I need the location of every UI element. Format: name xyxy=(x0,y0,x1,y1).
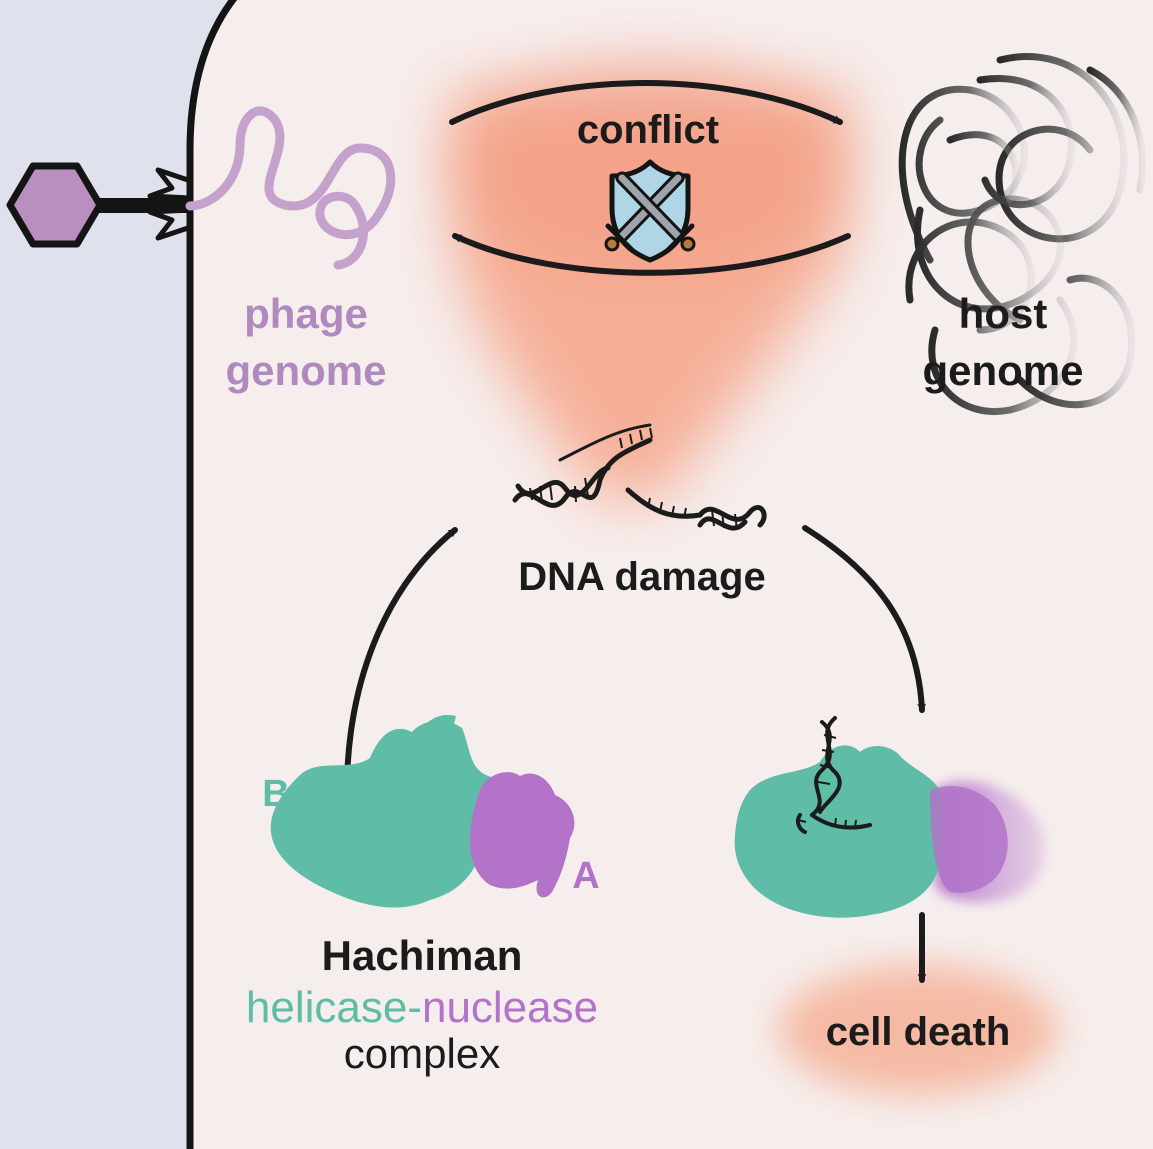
hachiman-complex-intact xyxy=(270,714,575,908)
helicase-label: helicase- xyxy=(246,983,422,1032)
arrow-to-degraded-complex xyxy=(802,525,927,713)
shield-crossed-swords-icon xyxy=(604,159,696,263)
cell-membrane xyxy=(186,0,238,1149)
hachiman-label: Hachiman xyxy=(322,932,523,979)
conflict-arrow-top xyxy=(449,80,843,125)
host-genome-tangle xyxy=(898,53,1147,415)
dna-helix-icon xyxy=(512,423,767,531)
host-genome-label-line1: host xyxy=(959,290,1048,337)
dna-on-degraded-complex xyxy=(795,716,872,834)
conflict-label: conflict xyxy=(577,108,719,152)
cell-death-label: cell death xyxy=(826,1010,1011,1054)
helicase-nuclease-label: helicase-nuclease xyxy=(246,983,598,1032)
cell-death-glow xyxy=(778,965,1058,1095)
dna-rungs xyxy=(529,427,738,531)
phage-genome-label-line2: genome xyxy=(225,347,386,394)
subunit-a-shape xyxy=(469,772,575,898)
conflict-arrow-bottom xyxy=(452,233,851,276)
complex-label: complex xyxy=(344,1030,500,1077)
subunit-b-shape xyxy=(270,720,501,908)
subunit-b-label: B xyxy=(262,773,289,815)
dna-damage-label: DNA damage xyxy=(518,555,765,599)
phage-capsid-icon xyxy=(6,162,192,248)
host-genome-label-line2: genome xyxy=(922,347,1083,394)
subunit-a-label: A xyxy=(572,855,599,897)
phage-genome-label-line1: phage xyxy=(244,290,368,337)
hachiman-complex-degraded xyxy=(734,745,1045,918)
phage-genome-strand xyxy=(185,106,396,270)
nuclease-label: nuclease xyxy=(422,983,598,1032)
dna-on-degraded-rungs xyxy=(797,734,857,829)
